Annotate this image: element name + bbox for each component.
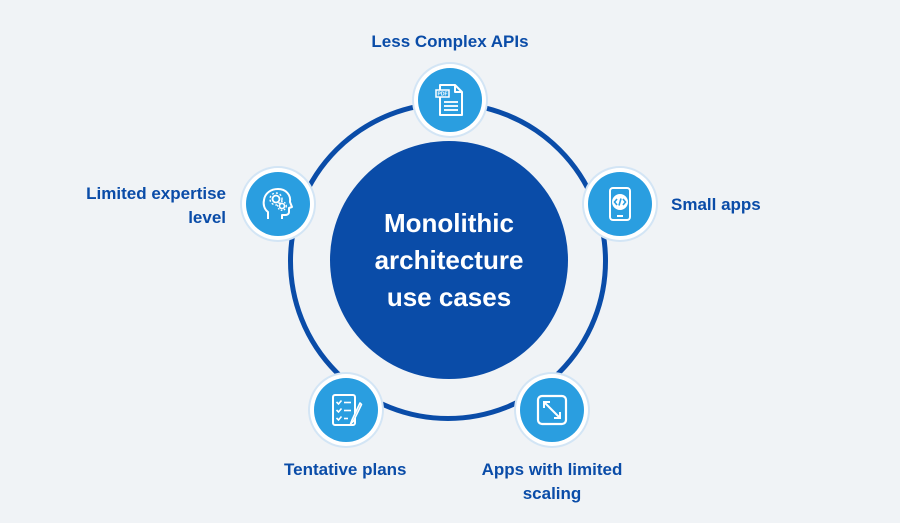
node-label: Small apps [671,195,761,214]
node-less-complex-apis: PDF [414,64,486,136]
center-title: Monolithic architecture use cases [374,207,524,312]
node-label: Apps with limited scaling [481,460,623,503]
node-limited-expertise [242,168,314,240]
svg-text:PDF: PDF [438,92,448,98]
head-gears-icon [262,188,293,219]
node-label: Tentative plans [284,460,407,479]
center-circle: Monolithic architecture use cases [330,141,568,379]
node-small-apps [584,168,656,240]
node-tentative-plans [310,374,382,446]
pdf-document-icon: PDF [435,84,463,116]
checklist-pen-icon [332,394,363,426]
resize-arrows-icon [536,394,568,426]
mobile-code-icon [609,187,631,221]
node-label: Limited expertise level [86,184,226,227]
node-limited-scaling [516,374,588,446]
node-label: Less Complex APIs [371,32,529,51]
